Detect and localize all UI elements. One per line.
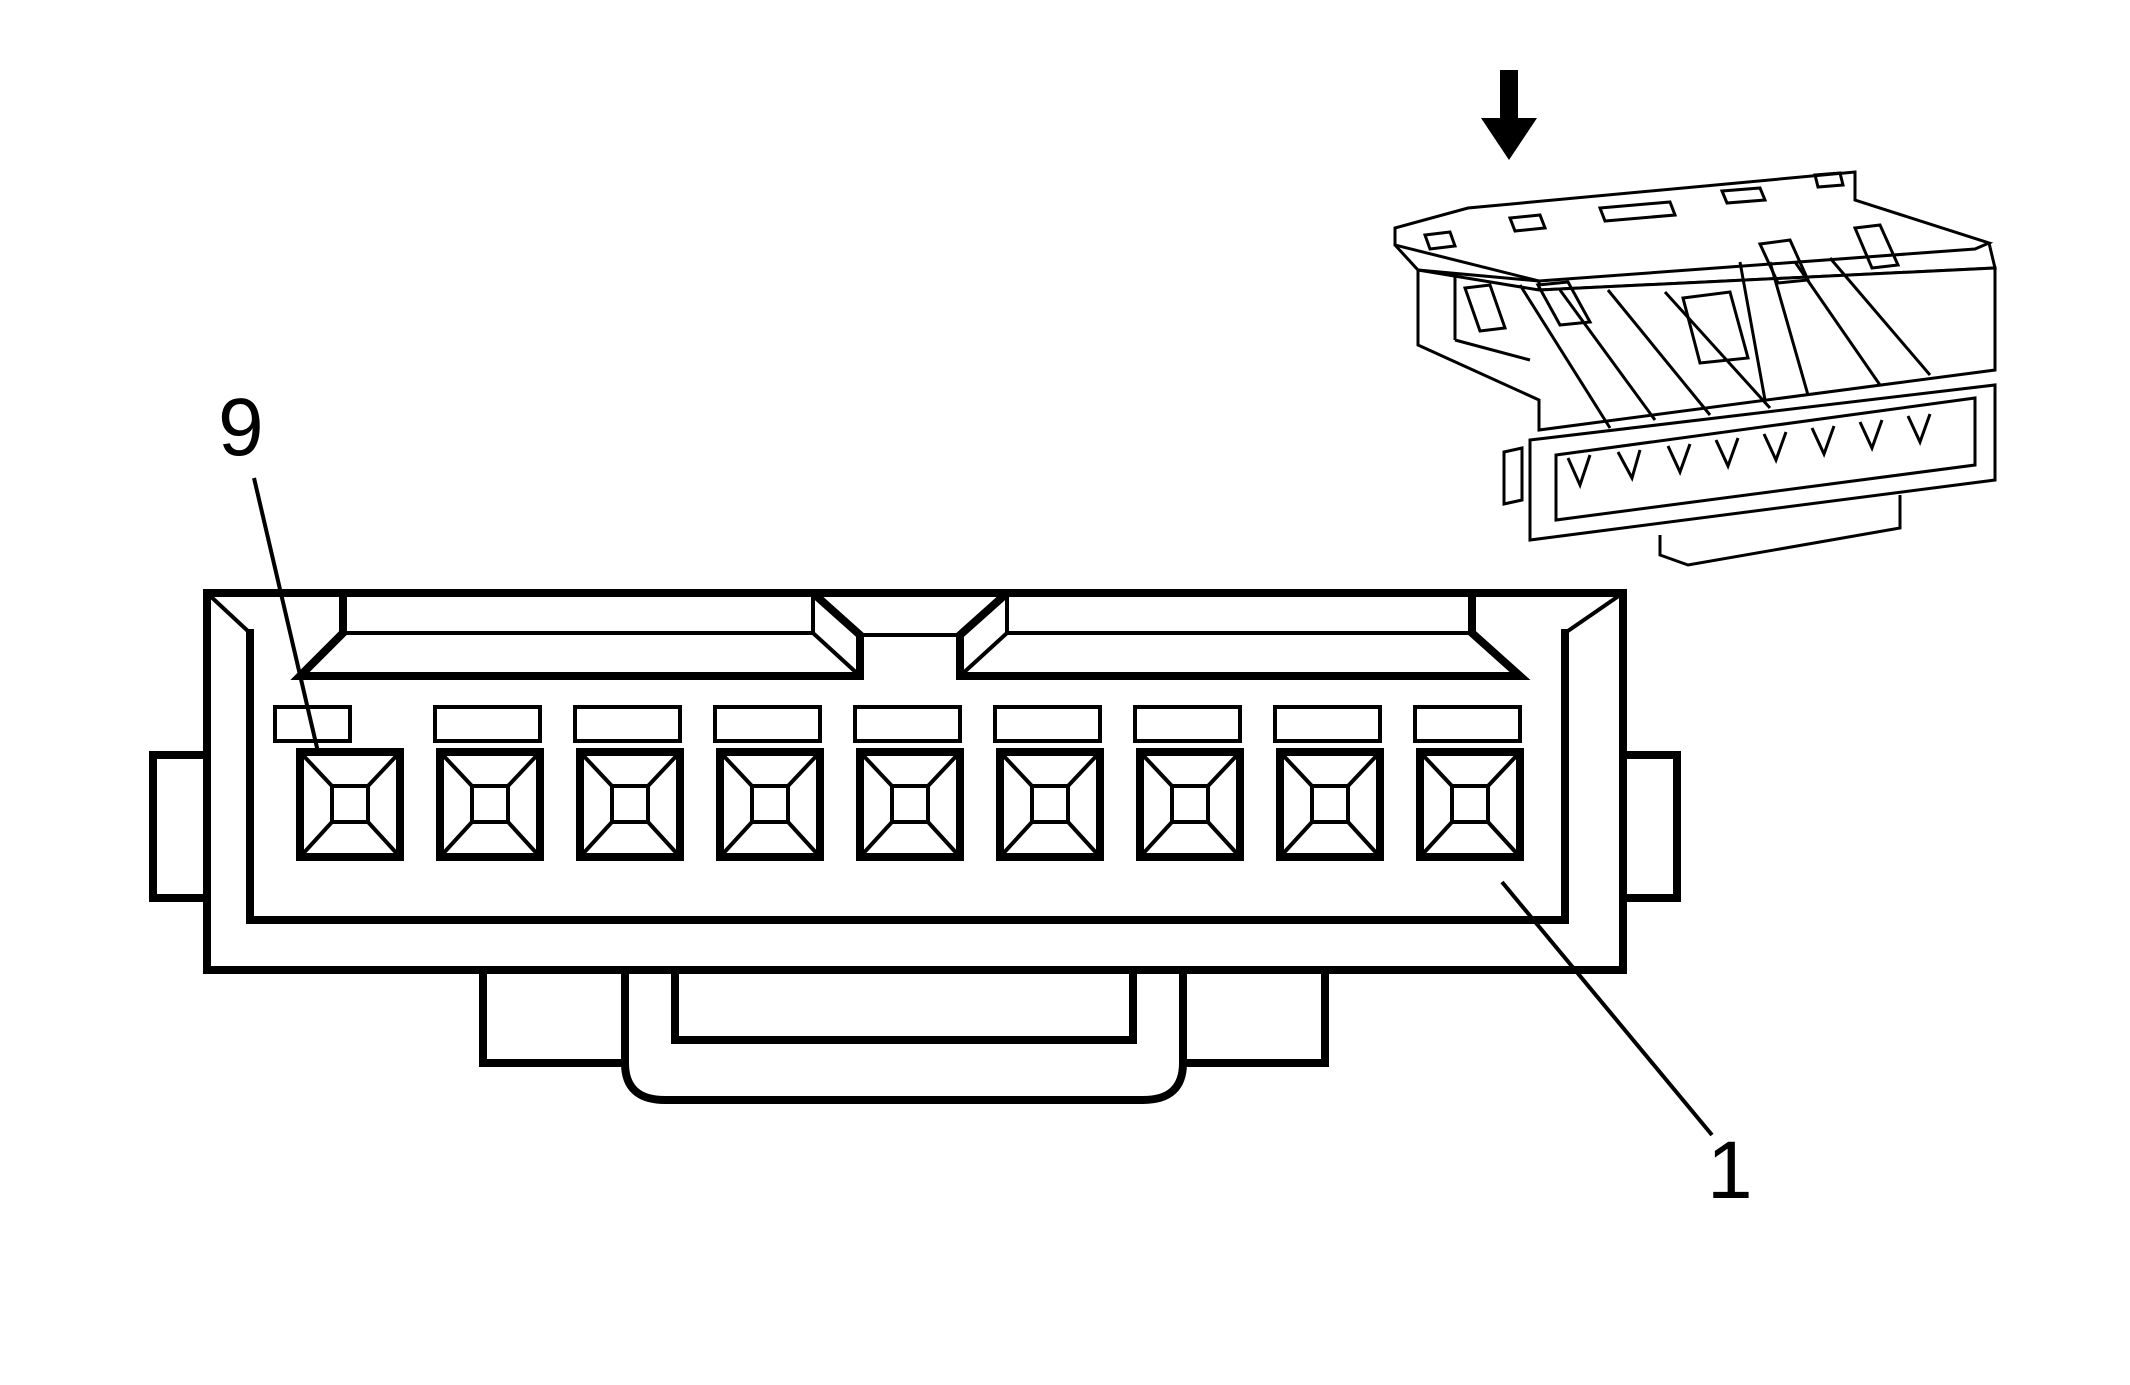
cavity-lock-slots [273, 705, 1522, 743]
cavity-lock-slot-1 [1413, 705, 1522, 743]
terminal-cavity-2 [1276, 748, 1384, 861]
pin-1-label: 1 [1707, 1125, 1753, 1216]
bottom-latch-tab-inner [671, 966, 1137, 1044]
top-left-chamfer [205, 591, 252, 635]
terminal-cavity-9 [296, 748, 404, 861]
locator-front-frame [1528, 383, 1997, 542]
locator-bottom-latch [1658, 495, 1902, 567]
bottom-latch-tab [621, 966, 1187, 1104]
cavity-lock-slot-6 [713, 705, 822, 743]
connector-locator-view [1393, 70, 1997, 567]
locator-side-clip [1502, 446, 1524, 506]
cavity-lock-slot-4 [993, 705, 1102, 743]
right-key-ridge-inner [958, 593, 1522, 678]
terminal-cavity-1 [1416, 748, 1524, 861]
view-direction-arrow [1481, 70, 1537, 160]
locator-top-windows [1422, 171, 1845, 251]
terminal-cavity-8 [436, 748, 544, 861]
connector-face-view: 9 1 [149, 382, 1753, 1216]
locator-side-face [1416, 266, 1997, 432]
top-right-chamfer [1563, 591, 1625, 635]
cavity-lock-slot-3 [1133, 705, 1242, 743]
pin-1-leader-line [1500, 880, 1714, 1137]
terminal-cavity-5 [856, 748, 964, 861]
terminal-cavities [296, 748, 1524, 861]
terminal-cavity-6 [716, 748, 824, 861]
terminal-cavity-3 [1136, 748, 1244, 861]
locator-front-pins [1566, 413, 1932, 490]
locator-face-windows [1462, 223, 1901, 365]
terminal-cavity-7 [576, 748, 684, 861]
cavity-lock-slot-7 [573, 705, 682, 743]
locator-front-opening [1554, 396, 1977, 522]
pin-9-leader-line [252, 477, 320, 753]
terminal-cavity-4 [996, 748, 1104, 861]
cavity-lock-slot-8 [433, 705, 542, 743]
locator-top-rim [1393, 170, 1994, 283]
cavity-lock-slot-9 [273, 705, 352, 743]
left-lock-ear [149, 751, 211, 902]
bottom-latch-housing [479, 966, 629, 1067]
locator-ribs [1453, 257, 1932, 429]
bottom-latch-housing-right [1179, 966, 1329, 1067]
inner-face [246, 629, 1569, 924]
left-key-ridge-inner [341, 593, 862, 678]
cavity-lock-slot-2 [1273, 705, 1382, 743]
pin-9-label: 9 [218, 382, 264, 473]
cavity-lock-slot-5 [853, 705, 962, 743]
right-lock-ear [1619, 751, 1681, 902]
